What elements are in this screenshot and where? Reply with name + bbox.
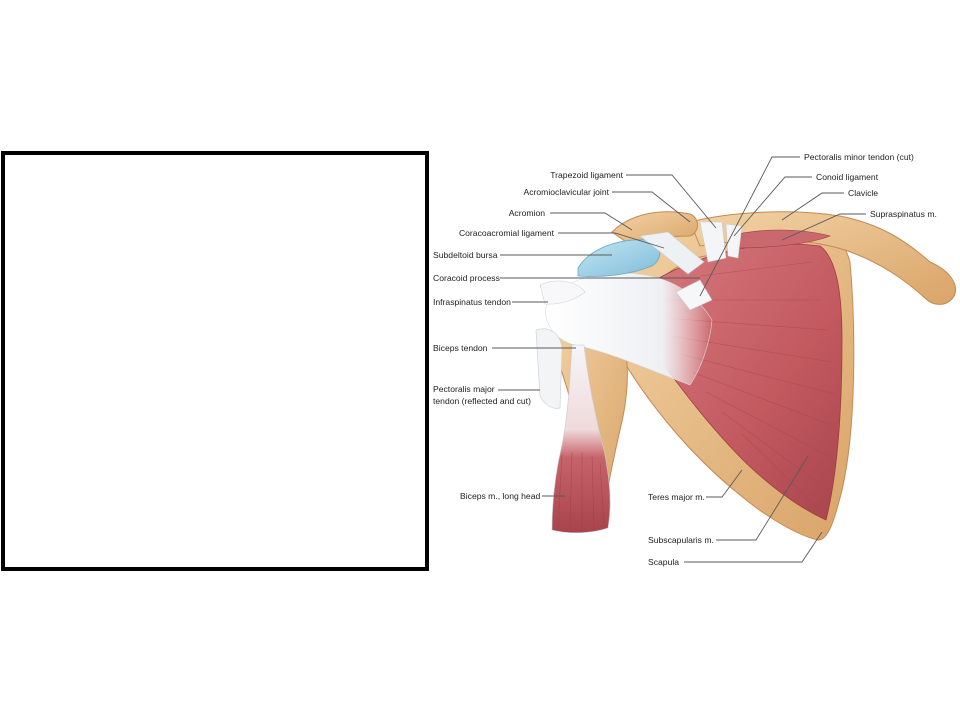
leader-trapezoid	[626, 174, 717, 229]
label-conoid-ligament: Conoid ligament	[816, 172, 879, 182]
pectoralis-minor-tendon	[675, 279, 713, 311]
label-teres-major: Teres major m.	[648, 492, 705, 502]
blank-answer-frame	[1, 151, 429, 571]
trapezoid-ligament	[699, 221, 727, 263]
label-biceps-tendon: Biceps tendon	[433, 343, 488, 353]
label-clavicle: Clavicle	[848, 188, 878, 198]
leader-clavicle	[781, 192, 844, 221]
leader-subscapularis	[716, 455, 809, 541]
label-acromioclavicular-joint: Acromioclavicular joint	[524, 187, 610, 197]
leader-teres-major	[706, 469, 743, 498]
label-subscapularis: Subscapularis m.	[648, 535, 714, 545]
leader-supraspinatus	[781, 213, 866, 241]
pectoralis-major-tendon	[535, 328, 563, 409]
biceps-fiber-lines	[557, 451, 605, 531]
leader-pectoralis-minor	[699, 156, 800, 297]
label-coracoacromial-ligament: Coracoacromial ligament	[459, 228, 555, 238]
label-biceps-long-head: Biceps m., long head	[460, 491, 540, 501]
diagram-labels: Trapezoid ligament Acromioclavicular joi…	[433, 152, 937, 567]
label-acromion: Acromion	[509, 208, 546, 218]
leader-acromion	[550, 212, 633, 231]
muscle-fiber-lines	[660, 261, 835, 513]
leader-lines	[492, 156, 866, 563]
label-pectoralis-major-line2: tendon (reflected and cut)	[433, 396, 531, 406]
coracoacromial-ligament	[639, 231, 705, 275]
label-pectoralis-major-line1: Pectoralis major	[433, 384, 495, 394]
label-pectoralis-minor-tendon: Pectoralis minor tendon (cut)	[804, 152, 914, 162]
infraspinatus-tendon	[539, 280, 586, 305]
leader-conoid	[733, 176, 812, 237]
label-subdeltoid-bursa: Subdeltoid bursa	[433, 250, 498, 260]
label-trapezoid-ligament: Trapezoid ligament	[550, 170, 623, 180]
label-infraspinatus-tendon: Infraspinatus tendon	[433, 297, 511, 307]
biceps-long-head	[551, 344, 611, 534]
supraspinatus-muscle	[729, 229, 831, 249]
leader-acromioclavicular	[612, 191, 691, 223]
label-supraspinatus: Supraspinatus m.	[870, 209, 937, 219]
label-coracoid-process: Coracoid process	[433, 273, 500, 283]
label-scapula: Scapula	[648, 557, 679, 567]
leader-scapula	[684, 531, 823, 563]
leader-coracoacromial	[558, 232, 665, 249]
